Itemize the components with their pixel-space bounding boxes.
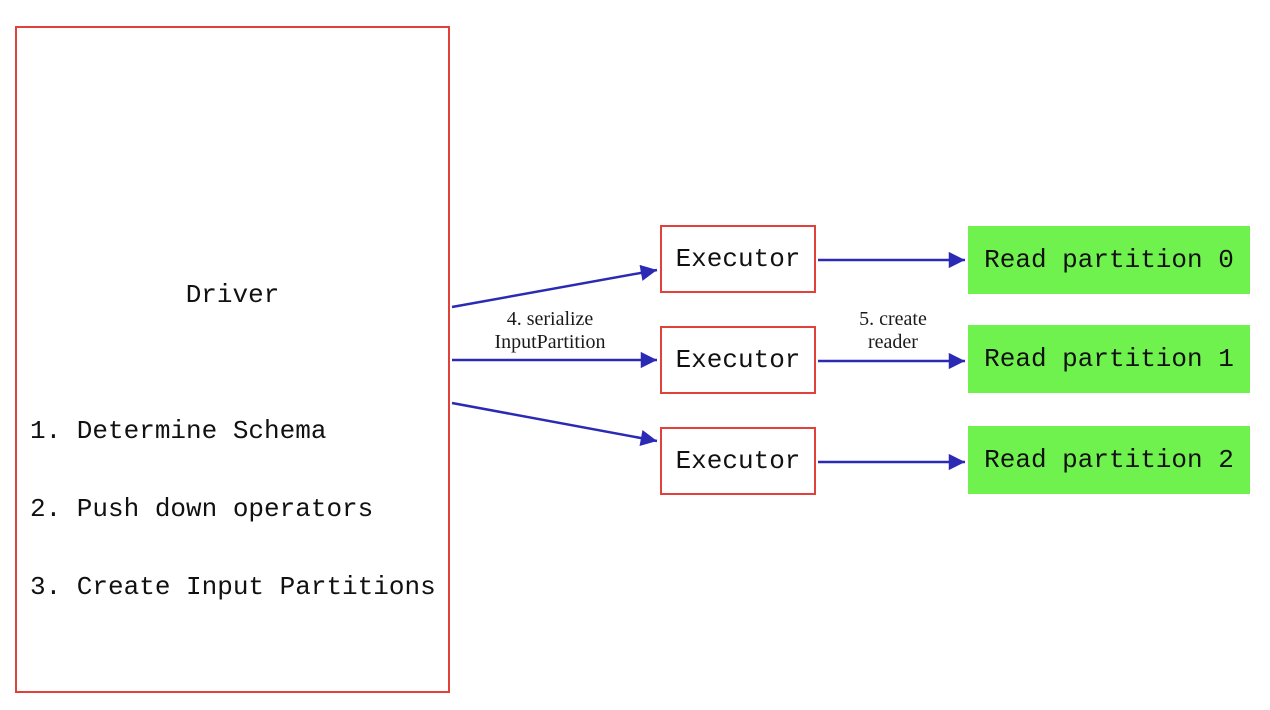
create-reader-label-line1: 5. create	[859, 308, 927, 330]
driver-step-3: 3. Create Input Partitions	[30, 572, 436, 602]
executor-box-3: Executor	[660, 427, 816, 495]
create-reader-label-line2: reader	[868, 331, 918, 353]
driver-box: Driver 1. Determine Schema 2. Push down …	[15, 26, 450, 693]
driver-step-2: 2. Push down operators	[30, 494, 374, 524]
serialize-label-line2: InputPartition	[494, 331, 606, 353]
read-partition-2-box: Read partition 2	[968, 426, 1250, 494]
serialize-label-line1: 4. serialize	[506, 308, 594, 330]
read-partition-0-box: Read partition 0	[968, 226, 1250, 294]
serialize-inputpartition-label: 4. serialize InputPartition	[452, 308, 648, 354]
driver-step-1: 1. Determine Schema	[30, 416, 327, 446]
arrow-driver-to-executor-1	[451, 264, 658, 309]
driver-steps-list: 1. Determine Schema 2. Push down operato…	[30, 366, 436, 652]
executor-box-1: Executor	[660, 225, 816, 293]
read-partition-1-box: Read partition 1	[968, 325, 1250, 393]
arrow-driver-to-executor-3	[451, 401, 658, 447]
create-reader-label: 5. create reader	[834, 308, 952, 354]
driver-title: Driver	[185, 280, 280, 310]
executor-box-2: Executor	[660, 326, 816, 394]
